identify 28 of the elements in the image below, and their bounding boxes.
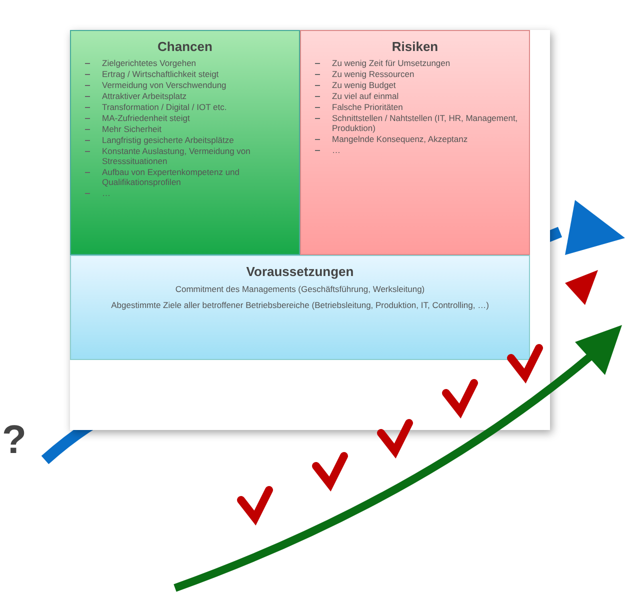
list-item: Falsche Prioritäten <box>332 102 404 112</box>
question-mark: ? <box>2 418 26 463</box>
list-item: Konstante Auslastung, Vermeidung von Stresssituationen <box>102 146 252 166</box>
list-item: Zielgerichtetes Vorgehen <box>102 58 198 68</box>
list-item: MA-Zufriedenheit steigt <box>102 113 191 123</box>
list-item: … <box>332 145 342 155</box>
panel-heading: Voraussetzungen <box>245 264 355 279</box>
list-item: Zu wenig Zeit für Umsetzungen <box>332 58 452 68</box>
requirement-text: Commitment des Managements (Geschäftsführung, Werksleitung) <box>174 283 426 295</box>
list-item: … <box>102 188 112 198</box>
list-item: Vermeidung von Verschwendung <box>102 80 228 90</box>
prerequisites-panel <box>70 255 530 360</box>
risks-panel <box>300 30 530 255</box>
list-item: Schnittstellen / Nahtstellen (IT, HR, Management, Produktion) <box>332 113 519 133</box>
list-item: Aufbau von Expertenkompetenz und Qualifikationsprofilen <box>102 167 241 187</box>
list-item: Mehr Sicherheit <box>102 124 163 134</box>
panel-heading: Risiken <box>390 39 440 54</box>
list-item: Attraktiver Arbeitsplatz <box>102 91 188 101</box>
list-item: Ertrag / Wirtschaftlichkeit steigt <box>102 69 220 79</box>
list-item: Zu wenig Budget <box>332 80 397 90</box>
list-item: Langfristig gesicherte Arbeitsplätze <box>102 135 235 145</box>
list-item: Zu viel auf einmal <box>332 91 400 101</box>
list-item: Zu wenig Ressourcen <box>332 69 416 79</box>
opportunities-panel <box>70 30 300 255</box>
requirement-text: Abgestimmte Ziele aller betroffener Betriebsbereiche (Betriebsleitung, Produktion, IT, Controlling, …) <box>110 299 490 311</box>
panel-heading: Chancen <box>156 39 214 54</box>
list-item: Transformation / Digital / IOT etc. <box>102 102 228 112</box>
list-item: Mangelnde Konsequenz, Akzeptanz <box>332 134 469 144</box>
